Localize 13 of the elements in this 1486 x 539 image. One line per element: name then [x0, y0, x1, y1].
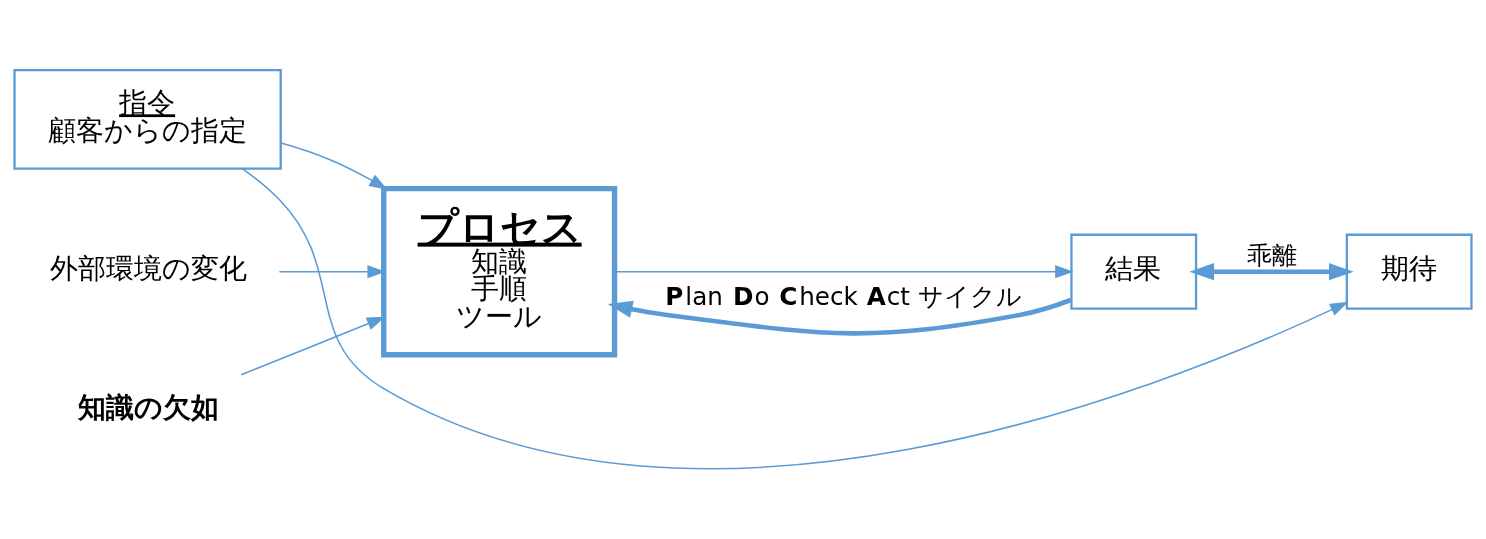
arrow [607, 297, 1072, 336]
node-text: 知識の欠如 [77, 390, 219, 424]
node-text: 外部環境の変化 [49, 252, 247, 286]
node-box: 結果 [1070, 233, 1198, 310]
arrow [614, 265, 1074, 279]
arrow [242, 168, 1349, 470]
edge-label: Plan Do Check Act サイクル [665, 282, 1022, 312]
node-box: 指令 顧客からの指定 [13, 69, 282, 170]
arrow [280, 142, 388, 190]
node-box: 期待 [1345, 233, 1473, 310]
node-box: プロセス 知識 手順 ツール [381, 185, 618, 358]
edge-label: 乖離 [1246, 240, 1297, 270]
arrow [1189, 263, 1354, 281]
